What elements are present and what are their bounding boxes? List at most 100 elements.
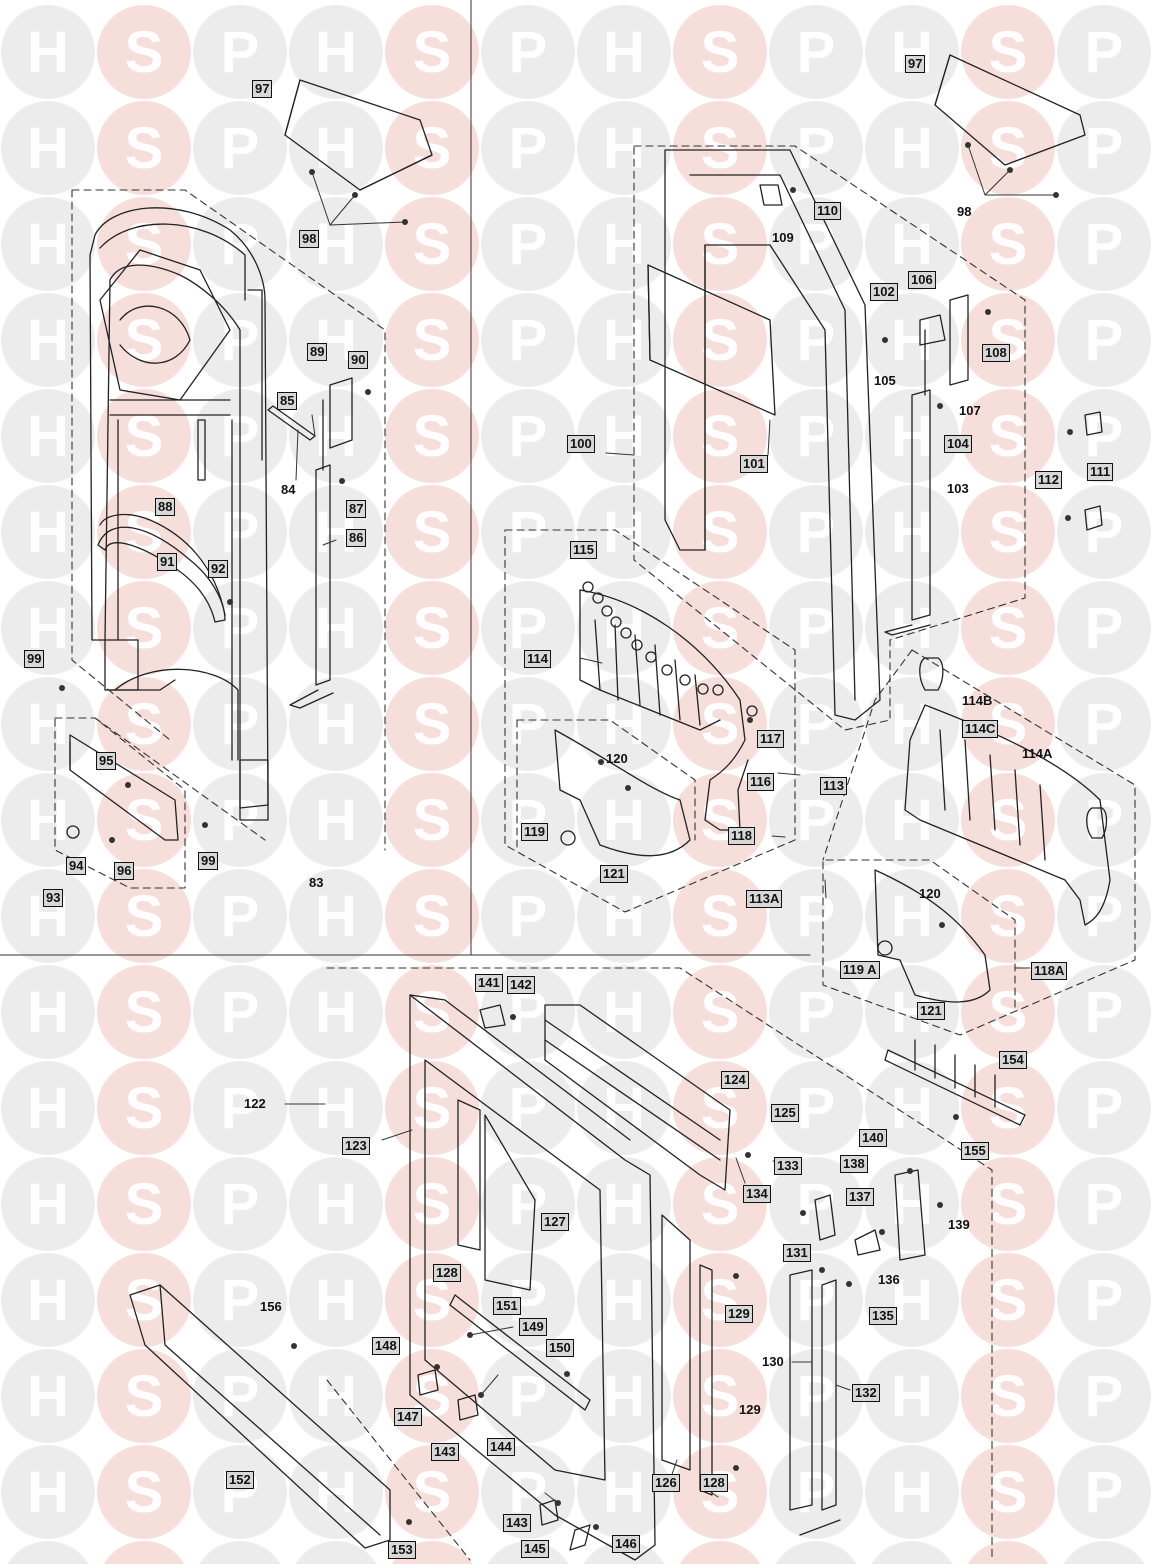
watermark-letter: P [797, 1460, 836, 1525]
part-label-112: 112 [1035, 471, 1062, 489]
part-label-146: 146 [612, 1535, 640, 1553]
part-label-147: 147 [394, 1408, 422, 1426]
watermark-disc [577, 773, 671, 867]
watermark-letter: S [125, 596, 164, 661]
watermark-disc [97, 101, 191, 195]
watermark-letter: S [413, 1172, 452, 1237]
bracket-136 [854, 1229, 881, 1256]
watermark-disc [193, 1061, 287, 1155]
part-label-120b: 120 [919, 886, 941, 901]
watermark-letter: P [509, 1364, 548, 1429]
watermark-letter: H [27, 1364, 69, 1429]
leader-lines [284, 144, 1057, 1504]
watermark-letter: H [891, 884, 933, 949]
strip-128b [699, 1264, 713, 1496]
part-label-138: 138 [840, 1155, 868, 1173]
watermark-disc [481, 1349, 575, 1443]
part-label-116: 116 [747, 773, 774, 791]
watermark-letter: P [797, 1556, 836, 1564]
watermark-disc [295, 1541, 377, 1564]
watermark-letter: H [315, 20, 357, 85]
watermark-disc [193, 197, 287, 291]
watermark-letter: P [509, 500, 548, 565]
watermark-letter: H [603, 884, 645, 949]
watermark-disc [961, 965, 1055, 1059]
watermark-disc [1057, 485, 1151, 579]
watermark-letter: P [221, 20, 260, 85]
watermark-disc [481, 101, 575, 195]
bracket-133 [814, 1194, 836, 1241]
watermark-disc [1063, 1541, 1145, 1564]
part-label-113A: 113A [746, 890, 783, 908]
part-label-105: 105 [874, 373, 896, 388]
watermark-letter: H [891, 692, 933, 757]
watermark-letter: S [989, 404, 1028, 469]
watermark-letter: H [603, 500, 645, 565]
watermark-letter: S [701, 20, 740, 85]
watermark-letter: S [701, 1364, 740, 1429]
part-label-86: 86 [346, 529, 367, 547]
knobs [66, 581, 1108, 956]
part-label-98: 98 [299, 230, 320, 248]
part-label-109: 109 [772, 230, 794, 245]
part-label-140: 140 [859, 1129, 887, 1147]
watermark-disc [577, 965, 671, 1059]
watermark-letter: H [27, 404, 69, 469]
part-label-155: 155 [961, 1142, 989, 1160]
watermark-letter: P [797, 116, 836, 181]
watermark-letter: S [989, 20, 1028, 85]
hinge-bracket-89 [329, 377, 353, 449]
watermark-disc [97, 1349, 191, 1443]
watermark-disc [577, 1445, 671, 1539]
watermark-letter: H [315, 884, 357, 949]
watermark-disc [385, 5, 479, 99]
watermark-letter: S [701, 980, 740, 1045]
watermark-disc [865, 197, 959, 291]
watermark-disc [577, 101, 671, 195]
watermark-disc [1, 1253, 95, 1347]
watermark-letter: H [27, 20, 69, 85]
watermark-letter: S [989, 788, 1028, 853]
watermark-disc [481, 5, 575, 99]
watermark-disc [1057, 1061, 1151, 1155]
part-label-106: 106 [908, 271, 936, 289]
watermark-disc [1057, 389, 1151, 483]
watermark-disc [961, 485, 1055, 579]
watermark-letter: H [27, 308, 69, 373]
watermark-disc [673, 965, 767, 1059]
watermark-disc [769, 1253, 863, 1347]
watermark-disc [385, 581, 479, 675]
watermark-disc [1, 677, 95, 771]
watermark-letter: S [989, 1556, 1028, 1564]
watermark-disc [865, 1157, 959, 1251]
part-label-130: 130 [762, 1354, 784, 1369]
watermark-letter: P [221, 1556, 260, 1564]
watermark-disc [193, 965, 287, 1059]
watermark-letter: P [1085, 116, 1124, 181]
watermark-letter: H [315, 1556, 357, 1564]
watermark-disc [1057, 1157, 1151, 1251]
part-label-126: 126 [652, 1474, 680, 1492]
watermark-letter: P [1085, 1268, 1124, 1333]
watermark-letter: P [797, 1268, 836, 1333]
watermark-letter: S [125, 884, 164, 949]
watermark-letter: S [989, 308, 1028, 373]
watermark-disc [961, 1157, 1055, 1251]
watermark-letter: S [701, 116, 740, 181]
watermark-letter: P [509, 404, 548, 469]
part-label-141: 141 [475, 974, 503, 992]
watermark-disc [1, 101, 95, 195]
watermark-letter: H [27, 500, 69, 565]
part-label-119: 119 [521, 823, 548, 841]
frame-100 [647, 149, 881, 721]
watermark-disc [961, 389, 1055, 483]
part-label-88: 88 [155, 498, 176, 516]
watermark-disc [577, 1253, 671, 1347]
watermark-letter: H [315, 980, 357, 1045]
watermark-letter: S [125, 116, 164, 181]
part-label-99: 99 [24, 650, 45, 668]
watermark-letter: H [891, 1460, 933, 1525]
watermark-disc [193, 5, 287, 99]
watermark-disc [577, 1349, 671, 1443]
watermark-disc [97, 1445, 191, 1539]
